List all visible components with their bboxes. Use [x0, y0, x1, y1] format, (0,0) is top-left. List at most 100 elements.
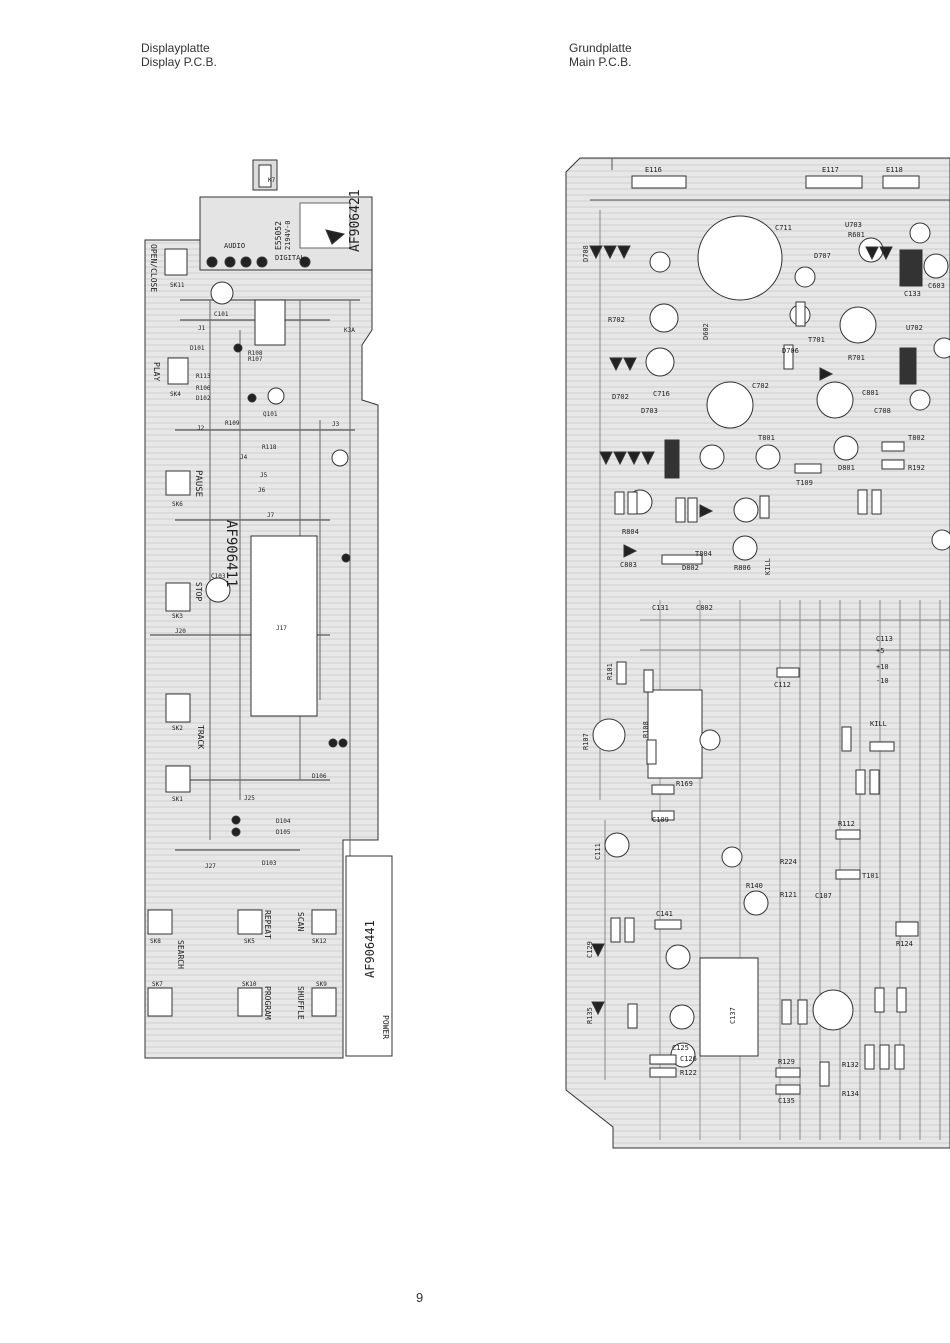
label-r224: R112	[838, 820, 855, 828]
label-c603: C133	[904, 290, 921, 298]
label-e116: E116	[645, 166, 662, 174]
label-j20: J20	[175, 628, 186, 635]
page-number: 9	[416, 1290, 424, 1305]
label-j3: J3	[332, 421, 340, 428]
display-pcb-title-en: Display P.C.B.	[141, 55, 217, 69]
label-audio: AUDIO	[224, 242, 245, 250]
label-r113: R113	[196, 373, 211, 380]
label-u103: C137	[729, 1007, 737, 1024]
label-j5: J5	[260, 472, 268, 479]
label-d104: D104	[276, 818, 291, 825]
btn-open-close-label: OPEN/CLOSE	[149, 244, 158, 292]
display-board	[144, 159, 393, 1059]
label-sk4: SK4	[170, 391, 181, 398]
label-c103: C103	[211, 573, 226, 580]
label-r126: R129	[778, 1058, 795, 1066]
label-d802: C803	[620, 561, 637, 569]
label-w101: C708	[874, 407, 891, 415]
label-d703: D702	[612, 393, 629, 401]
label-c141: R121	[780, 891, 797, 899]
label-u703: U703	[845, 221, 862, 229]
label-r103: T109	[796, 479, 813, 487]
label-t109: D801	[838, 464, 855, 472]
btn-stop-label: STOP	[194, 582, 203, 601]
label-r118: R118	[262, 444, 277, 451]
label-j25: J25	[244, 795, 255, 802]
label-sk6: SK6	[172, 501, 183, 508]
label-sk11: SK11	[170, 282, 185, 289]
label-r192: T802	[908, 434, 925, 442]
cert-label: E55052	[274, 221, 283, 250]
label-d105: D105	[276, 829, 291, 836]
label-c802: C131	[652, 604, 669, 612]
main-pcb-title-de: Grundplatte	[569, 41, 632, 55]
label-d102: R135	[586, 1007, 594, 1024]
label-r104: R124	[896, 940, 913, 948]
btn-shuffle-label: SHUFFLE	[296, 986, 305, 1020]
label-j6: J6	[258, 487, 266, 494]
label-sk2: SK2	[172, 725, 183, 732]
label-j27: J27	[205, 863, 216, 870]
label-d705: D703	[641, 407, 658, 415]
label-e118: E118	[886, 166, 903, 174]
label-r178: R192	[908, 464, 925, 472]
cert-label-2: 2194V-0	[284, 220, 292, 250]
display-part-number-bottom: AF906441	[363, 920, 377, 978]
label-d106: D106	[312, 773, 327, 780]
label-r601: R601	[848, 231, 865, 239]
label-t101: C111	[594, 843, 602, 860]
label-d101: D101	[190, 345, 205, 352]
label-kill-2: KILL	[764, 558, 772, 575]
label-c126: C125	[672, 1044, 689, 1052]
label-minus5b: C107	[815, 892, 832, 900]
label-r106: R106	[196, 385, 211, 392]
label-r101: R101	[606, 663, 614, 680]
label-d101: C129	[586, 941, 594, 958]
btn-track-label: TRACK	[196, 725, 205, 749]
label-r112: C109	[652, 816, 669, 824]
main-pcb-title-en: Main P.C.B.	[569, 55, 632, 69]
label-sk9: SK9	[316, 981, 327, 988]
display-part-number-top: AF906421	[348, 189, 363, 252]
label-sk7: SK7	[152, 981, 163, 988]
label-r124: C141	[656, 910, 673, 918]
label-d706: T701	[808, 336, 825, 344]
label-d102: D102	[196, 395, 211, 402]
label-sk1: SK1	[172, 796, 183, 803]
label-c602: R701	[848, 354, 865, 362]
display-part-number: AF906411	[223, 520, 239, 587]
display-pcb-heading: Displayplatte Display P.C.B.	[141, 41, 217, 69]
label-sk8: SK8	[150, 938, 161, 945]
label-c711: C711	[775, 224, 792, 232]
label-j7: J7	[267, 512, 275, 519]
label-c102: R806	[734, 564, 751, 572]
label-minus5: -10	[876, 677, 889, 685]
label-j4: J4	[240, 454, 248, 461]
main-board	[565, 157, 950, 1149]
label-j2: J2	[197, 425, 205, 432]
label-c107: R140	[746, 882, 763, 890]
label-kill: KILL	[870, 720, 887, 728]
label-sk5: SK5	[244, 938, 255, 945]
label-j1: J1	[198, 325, 206, 332]
label-r108: R108	[248, 350, 263, 357]
btn-pause-label: PAUSE	[193, 470, 203, 497]
label-sk10: SK10	[242, 981, 257, 988]
label-d103: D103	[262, 860, 277, 867]
label-r107: R107	[248, 356, 263, 363]
label-q101: Q101	[263, 411, 278, 418]
label-r701: D706	[782, 347, 799, 355]
label-r111: R169	[676, 780, 693, 788]
label-k3a: K3A	[344, 327, 355, 334]
label-r123: R122	[680, 1069, 697, 1077]
label-r117: T101	[862, 872, 879, 880]
label-minus10: +10	[876, 663, 889, 671]
display-pcb-title-de: Displayplatte	[141, 41, 210, 55]
main-pcb-heading: Grundplatte Main P.C.B.	[569, 41, 632, 69]
label-r108: R107	[582, 733, 590, 750]
label-r122: C126	[680, 1055, 697, 1063]
label-plus10: +5	[876, 647, 884, 655]
label-r109: R109	[225, 420, 240, 427]
label-c101: C101	[214, 311, 229, 318]
